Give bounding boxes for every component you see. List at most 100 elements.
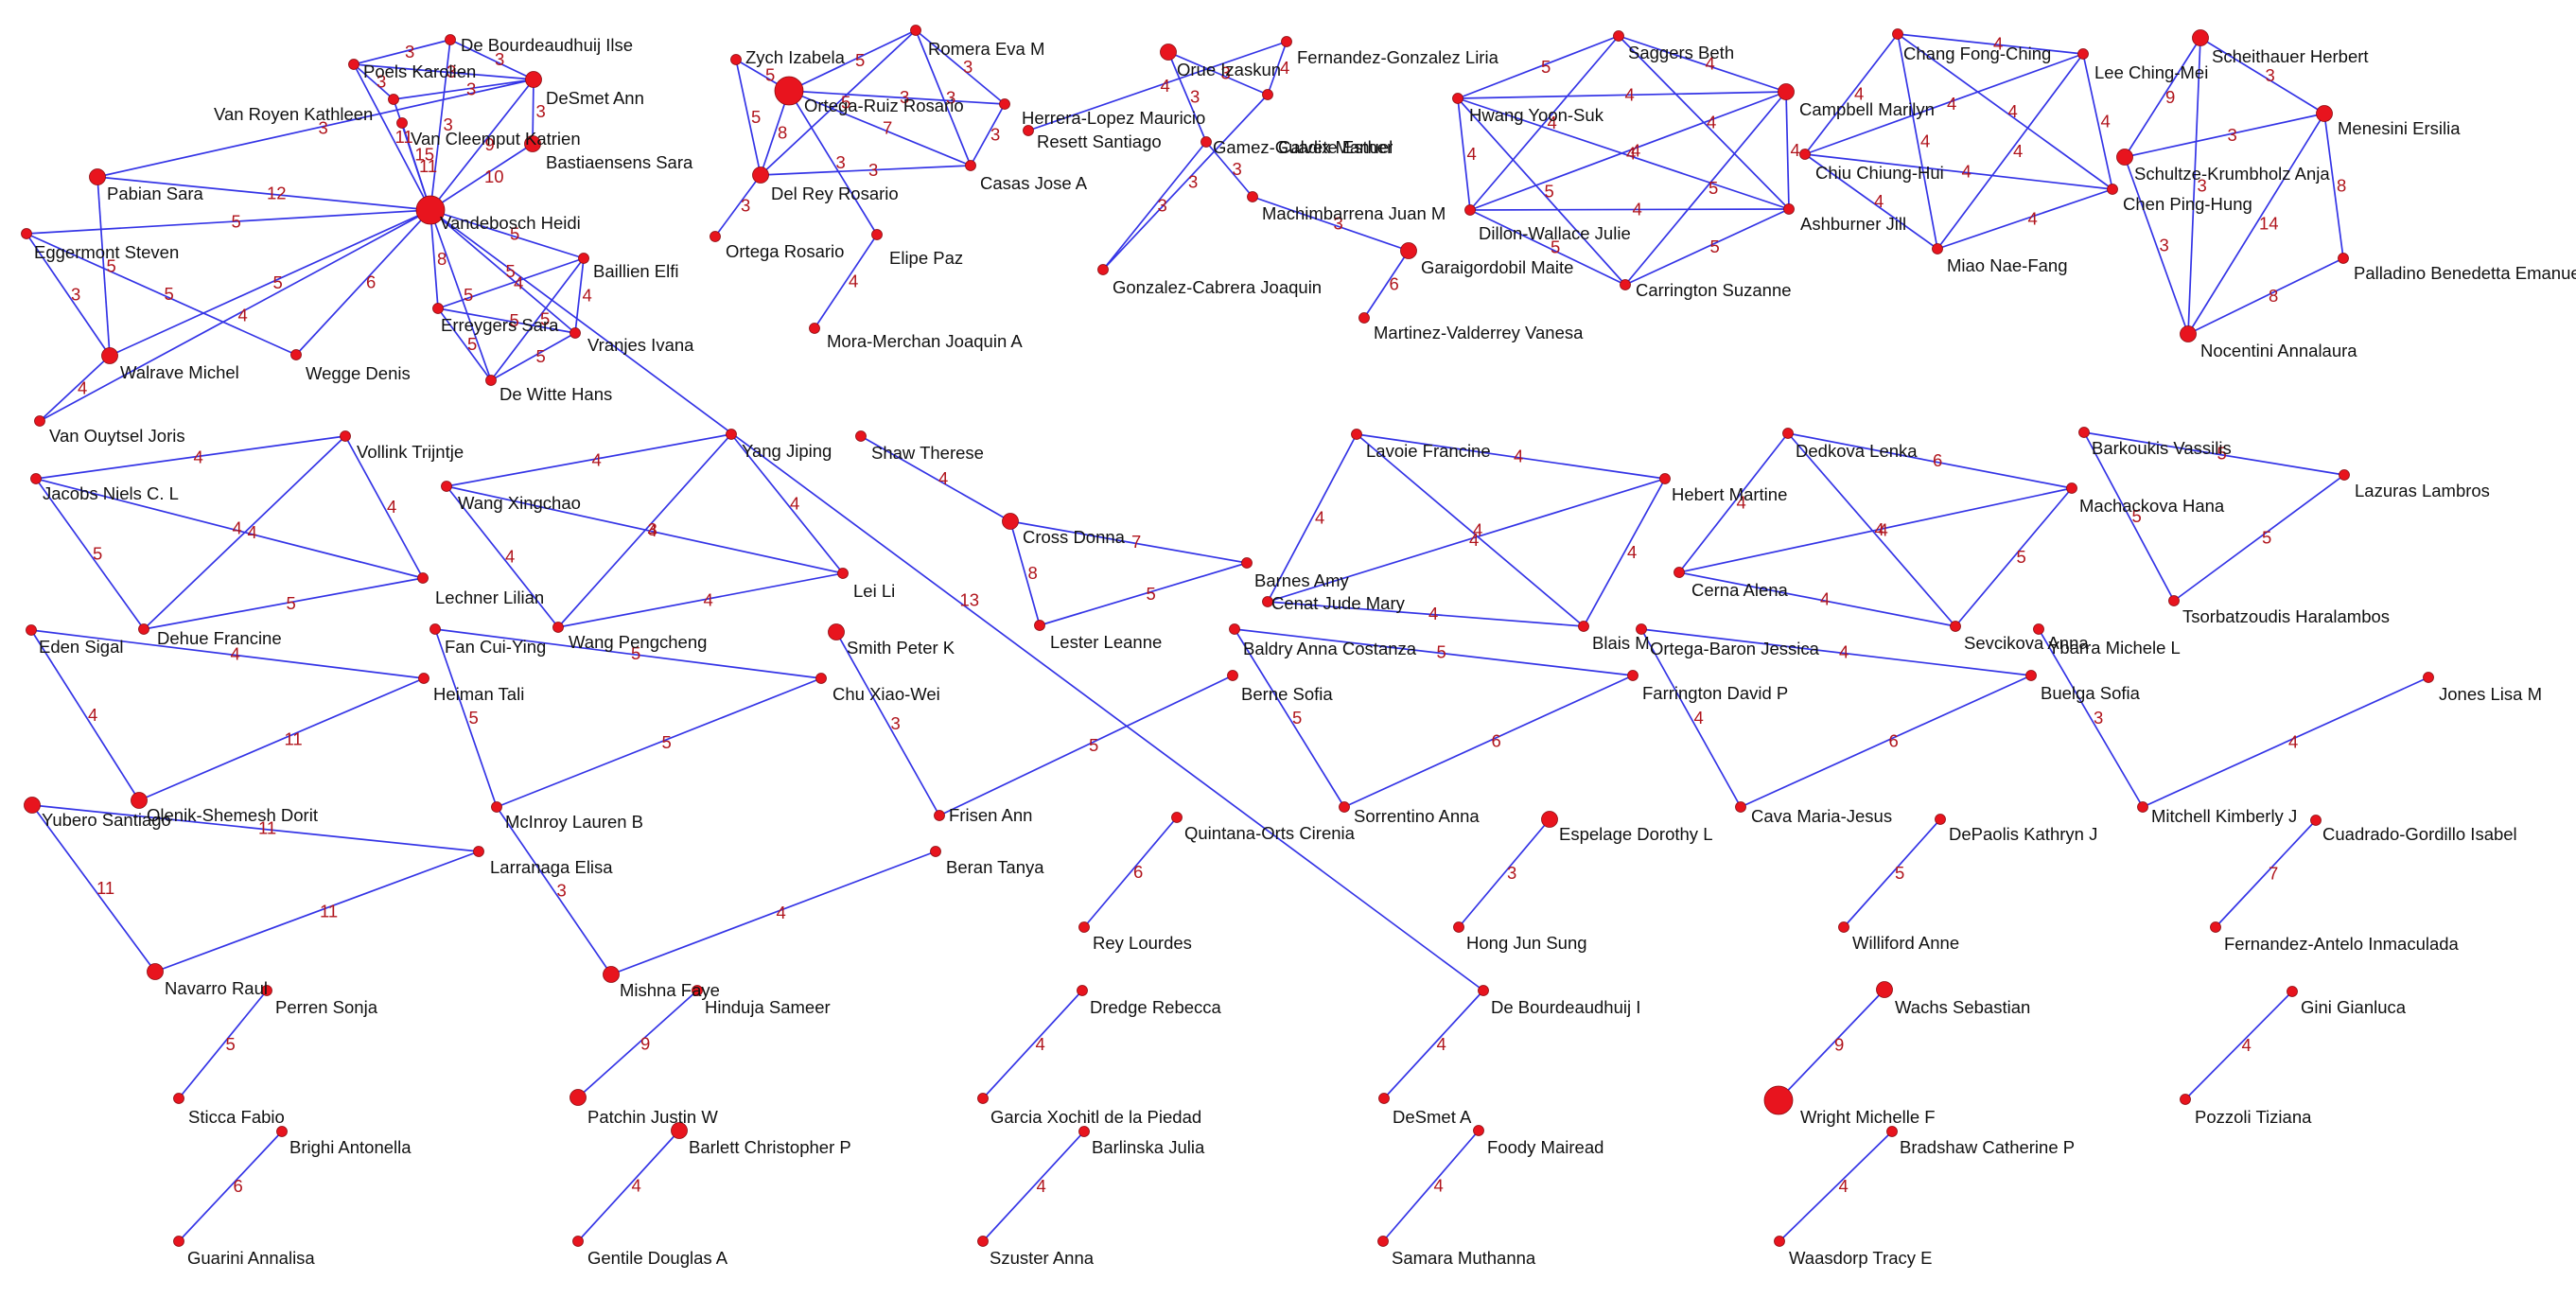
node-eden-sigal[interactable] [26,624,37,636]
node-nocentini-annalaura[interactable] [2180,325,2197,342]
node-tsorbatzoudis-haralambos[interactable] [2168,595,2180,606]
node-pabian-sara[interactable] [89,168,106,185]
node-cuadrado-gordillo-isabel[interactable] [2310,815,2322,826]
node-patchin-justin-w[interactable] [570,1089,587,1106]
node-shaw-therese[interactable] [855,430,867,442]
node-berne-sofia[interactable] [1227,670,1238,681]
node-guarini-annalisa[interactable] [173,1236,184,1247]
node-mora-merchan-joaquin-a[interactable] [809,323,820,334]
node-sevcikova-anna[interactable] [1950,621,1961,632]
node-waasdorp-tracy-e[interactable] [1774,1236,1785,1247]
node-ortega-rosario[interactable] [710,231,721,242]
node-cerna-alena[interactable] [1674,567,1685,578]
node-lazuras-lambros[interactable] [2339,469,2350,481]
node-van-ouytsel-joris[interactable] [34,415,45,427]
node-orue-izaskun[interactable] [1160,44,1177,61]
node-beran-tanya[interactable] [930,846,941,857]
node-van-cleemput-katrien[interactable] [396,117,408,129]
node-zych-izabela[interactable] [730,54,742,65]
node-foody-mairead[interactable] [1473,1125,1484,1136]
node-gonzalez-cabrera-joaquin[interactable] [1097,264,1109,275]
node-herrera-lopez-mauricio[interactable] [999,98,1010,110]
node-carrington-suzanne[interactable] [1620,279,1631,290]
node-lechner-lilian[interactable] [417,572,429,584]
node-calvete-esther[interactable] [1262,89,1273,100]
node-ortega-baron-jessica[interactable] [1636,623,1647,635]
node-martinez-valderrey-vanesa[interactable] [1358,312,1370,324]
node-depaolis-kathryn-j[interactable] [1935,814,1946,825]
node-perren-sonja[interactable] [261,985,272,996]
node-farrington-david-p[interactable] [1627,670,1638,681]
node-bradshaw-catherine-p[interactable] [1886,1126,1898,1137]
node-elipe-paz[interactable] [871,229,883,240]
node-dredge-rebecca[interactable] [1077,985,1088,996]
node-wang-xingchao[interactable] [441,481,452,492]
node-garaigordobil-maite[interactable] [1400,242,1417,259]
node-smith-peter-k[interactable] [828,623,845,640]
node-dillon-wallace-julie[interactable] [1464,204,1476,216]
node-szuster-anna[interactable] [977,1236,989,1247]
node-dedkova-lenka[interactable] [1782,428,1794,439]
node-schultze-krumbholz-anja[interactable] [2116,149,2133,166]
node-wegge-denis[interactable] [290,349,302,360]
node-fernandez-gonzalez-liria[interactable] [1281,36,1292,47]
node-ortega-ruiz-rosario[interactable] [774,76,804,106]
node-heiman-tali[interactable] [418,673,429,684]
node-miao-nae-fang[interactable] [1932,243,1943,254]
node-barlinska-julia[interactable] [1078,1126,1090,1137]
node-campbell-marilyn[interactable] [1778,83,1795,100]
node-walrave-michel[interactable] [101,347,118,364]
node-frisen-ann[interactable] [934,810,945,821]
node-lester-leanne[interactable] [1034,620,1045,631]
node-desmet-ann[interactable] [525,71,542,88]
node-yubero-santiago[interactable] [24,797,41,814]
node-de-bourdeaudhuij-i[interactable] [1478,985,1489,996]
node-barnes-amy[interactable] [1241,557,1253,569]
node-poels-karolien[interactable] [348,59,359,70]
node-dehue-francine[interactable] [138,623,149,635]
node-sticca-fabio[interactable] [173,1093,184,1104]
node-ybarra-michele-l[interactable] [2033,623,2044,635]
node-rey-lourdes[interactable] [1078,921,1090,933]
node-cava-maria-jesus[interactable] [1735,801,1746,813]
node-lei-li[interactable] [837,568,849,579]
node-del-rey-rosario[interactable] [752,167,769,184]
node-hinduja-sameer[interactable] [692,985,703,996]
node-chang-fong-ching[interactable] [1892,28,1903,40]
node-cenat-jude-mary[interactable] [1262,596,1273,607]
node-mishna-faye[interactable] [603,966,620,983]
node-menesini-ersilia[interactable] [2316,105,2333,122]
node-gentile-douglas-a[interactable] [572,1236,584,1247]
node-sorrentino-anna[interactable] [1339,801,1350,813]
node-saggers-beth[interactable] [1613,30,1624,42]
node-machackova-hana[interactable] [2066,482,2077,494]
node-blais-m[interactable] [1578,621,1589,632]
node-palladino-benedetta-emanuela[interactable] [2338,253,2349,264]
node-de-witte-hans[interactable] [485,375,497,386]
node-scheithauer-herbert[interactable] [2192,29,2209,46]
node-desmet-a[interactable] [1378,1093,1390,1104]
node-vandebosch-heidi[interactable] [415,195,446,225]
node-chiu-chiung-hui[interactable] [1799,149,1811,160]
node-machimbarrena-juan-m[interactable] [1247,191,1258,202]
node-ashburner-jill[interactable] [1783,203,1795,215]
node-quintana-orts-cirenia[interactable] [1171,812,1183,823]
node-buelga-sofia[interactable] [2025,670,2037,681]
node-brighi-antonella[interactable] [276,1126,288,1137]
node-bastiaensens-sara[interactable] [524,135,541,152]
node-jacobs-niels-c-l[interactable] [30,473,42,484]
node-espelage-dorothy-l[interactable] [1541,811,1558,828]
node-garcia-xochitl-de-la-piedad[interactable] [977,1093,989,1104]
node-samara-muthanna[interactable] [1377,1236,1389,1247]
node-romera-eva-m[interactable] [910,25,921,36]
node-mcinroy-lauren-b[interactable] [491,801,502,813]
node-hwang-yoon-suk[interactable] [1452,93,1463,104]
node-barlett-christopher-p[interactable] [671,1122,688,1139]
node-de-bourdeaudhuij-ilse[interactable] [445,34,456,45]
node-gamez-guadix-manuel[interactable] [1200,136,1212,148]
node-vollink-trijntje[interactable] [340,430,351,442]
node-fan-cui-ying[interactable] [429,623,441,635]
node-erreygers-sara[interactable] [432,303,444,314]
node-lavoie-francine[interactable] [1351,429,1362,440]
node-olenik-shemesh-dorit[interactable] [131,792,148,809]
